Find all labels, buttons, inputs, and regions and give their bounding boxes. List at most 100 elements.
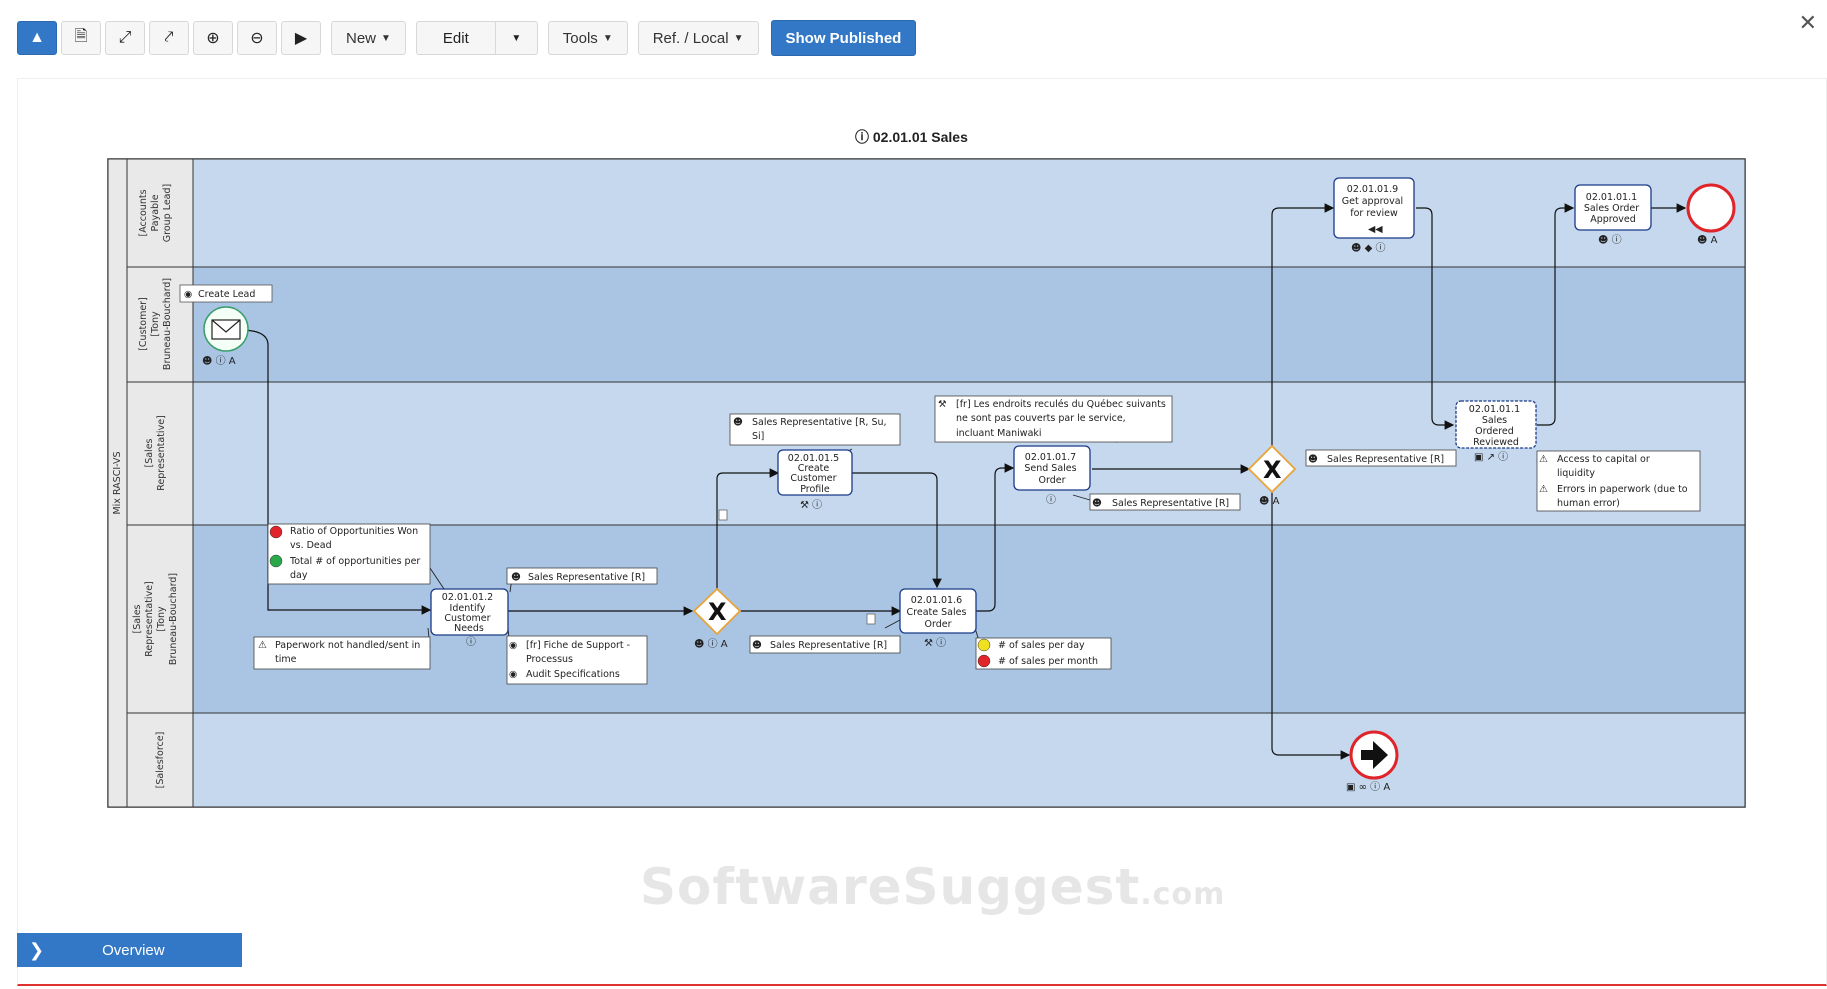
- risk-box-paperwork: ⚠ Paperwork not handled/sent in time: [253, 636, 431, 670]
- lane-label-accounts: [AccountsPayableGroup Lead]: [138, 184, 173, 242]
- user-icon: ☻: [511, 572, 521, 583]
- envelope-icon: [211, 319, 241, 340]
- tools-icon: ⚒: [938, 399, 947, 410]
- gateway-1[interactable]: X ☻ ⓘ A: [692, 587, 742, 650]
- user-icon: ☻: [1308, 454, 1318, 465]
- caret-down-icon: ▼: [602, 32, 613, 44]
- collapse-button[interactable]: ▲: [17, 21, 57, 55]
- svg-text:[fr] Les endroits reculés du Q: [fr] Les endroits reculés du Québec suiv…: [956, 399, 1169, 439]
- ref-local-label: Ref. / Local: [652, 29, 729, 47]
- zoom-in-icon: ⊕: [206, 30, 220, 47]
- task-create-customer-profile[interactable]: 02.01.01.5 Create Customer Profile ⚒ ⓘ: [777, 449, 853, 511]
- task-identify-customer-needs[interactable]: 02.01.01.2 Identify Customer Needs ⓘ: [430, 588, 509, 648]
- rewind-icon: ◀◀: [1368, 224, 1383, 235]
- lane-label-salesforce: [Salesforce]: [155, 732, 166, 789]
- sequence-flows: [239, 203, 1687, 760]
- caret-down-icon: ▼: [511, 32, 522, 44]
- arrow-right-icon: [1361, 741, 1388, 769]
- file-icon: 🗎: [74, 27, 88, 45]
- task-icons: ▣ ↗ ⓘ: [1474, 451, 1508, 463]
- svg-text:Sales Representative [R]: Sales Representative [R]: [528, 572, 645, 583]
- svg-text:X: X: [708, 598, 727, 626]
- task-icons: ☻ ◆ ⓘ: [1351, 242, 1385, 254]
- caret-down-icon: ▼: [733, 32, 744, 44]
- start-event-create-lead[interactable]: ☻ ⓘ A: [202, 306, 249, 367]
- svg-text:02.01.01.2 Identify: 02.01.01.2 Identify Customer Needs: [442, 592, 496, 634]
- caret-down-icon: ▼: [381, 32, 391, 44]
- svg-text:02.01.01.6 Create Sales: 02.01.01.6 Create Sales Order: [907, 595, 970, 630]
- chevron-up-icon: ▲: [29, 29, 45, 46]
- fit-button[interactable]: ⤤: [149, 21, 189, 55]
- svg-text:# of sales per day: # of sales per day: [998, 640, 1085, 651]
- svg-text:Sales Representative [R]: Sales Representative [R]: [1112, 498, 1229, 509]
- task-sales-ordered-reviewed[interactable]: 02.01.01.1 Sales Ordered Reviewed ▣ ↗ ⓘ: [1455, 400, 1537, 463]
- lane-label-sales-rep: [SalesRepresentative]: [144, 415, 167, 491]
- close-icon[interactable]: ✕: [1798, 10, 1817, 35]
- pool-label: Mix RASCI-VS: [112, 451, 123, 514]
- svg-text:Create Lead: Create Lead: [198, 289, 255, 300]
- eye-icon: ◉: [184, 289, 192, 300]
- svg-text:# of sales per month: # of sales per month: [998, 656, 1098, 667]
- show-published-button[interactable]: Show Published: [770, 20, 917, 56]
- tools-icon: ⚒ ⓘ: [924, 637, 946, 649]
- document-button[interactable]: 🗎: [61, 21, 101, 55]
- svg-text:Sales Representative [R, Su,: Sales Representative [R, Su, Si]: [752, 417, 890, 442]
- diagram-title: ⓘ 02.01.01 Sales: [855, 127, 968, 147]
- gateway-2[interactable]: X ☻ A: [1247, 444, 1297, 507]
- user-icon: ☻: [752, 640, 762, 651]
- task-get-approval[interactable]: 02.01.01.9 Get approval for review ◀◀ ☻ …: [1333, 177, 1415, 254]
- kpi-box-opportunities: Ratio of Opportunities Won vs. Dead Tota…: [267, 523, 431, 585]
- eye-icon: ◉: [509, 669, 517, 680]
- task-send-sales-order[interactable]: 02.01.01.7 Send Sales Order ⓘ: [1013, 445, 1091, 506]
- new-label: New: [346, 29, 377, 47]
- lane-headers: [126, 158, 194, 808]
- play-button[interactable]: ▶: [281, 21, 321, 55]
- svg-text:Sales Representative [R]: Sales Representative [R]: [1327, 454, 1444, 465]
- info-icon: ⓘ: [466, 636, 476, 648]
- edit-split-button: Edit ▼: [415, 21, 538, 55]
- zoom-in-button[interactable]: ⊕: [193, 21, 233, 55]
- role-box-t2: ☻ Sales Representative [R]: [506, 567, 658, 585]
- end-event[interactable]: ☻ A: [1686, 183, 1736, 246]
- role-box-t7: ☻ Sales Representative [R]: [1089, 493, 1241, 511]
- user-icon: ☻: [733, 417, 743, 428]
- edit-dropdown-toggle[interactable]: ▼: [495, 21, 538, 55]
- toolbar: ▲ 🗎 ⤢ ⤤ ⊕ ⊖ ▶ New ▼ Edit ▼ Tools ▼ Ref. / …: [17, 20, 917, 56]
- fullscreen-button[interactable]: ⤢: [105, 21, 145, 55]
- zoom-out-button[interactable]: ⊖: [237, 21, 277, 55]
- svg-text:02.01.01.1 Sales O: 02.01.01.1 Sales Ordered Reviewed: [1469, 404, 1523, 448]
- gateway-icons: ☻ A: [1259, 495, 1280, 507]
- svg-text:Ratio of Opportunities Won: Ratio of Opportunities Won vs. Dead Tota…: [289, 526, 423, 581]
- end-icons: ☻ A: [1697, 234, 1718, 246]
- task-icons: ☻ ⓘ: [1598, 234, 1622, 246]
- svg-text:X: X: [1263, 456, 1282, 484]
- tools-label: Tools: [562, 29, 598, 47]
- compress-icon: ⤤: [164, 29, 174, 46]
- tools-icon: ⚒ ⓘ: [800, 499, 822, 511]
- warning-icon: ⚠: [258, 640, 267, 651]
- document-icon: [718, 509, 876, 625]
- task-sales-order-approved[interactable]: 02.01.01.1 Sales Order Approved ☻ ⓘ: [1574, 184, 1652, 246]
- edit-button[interactable]: Edit: [415, 21, 496, 55]
- svg-text:Paperwork not handled/sent in: Paperwork not handled/sent in time: [275, 640, 423, 665]
- end-event-salesforce[interactable]: ▣ ∞ ⓘ A: [1346, 730, 1399, 793]
- tools-dropdown[interactable]: Tools ▼: [547, 21, 628, 55]
- task-create-sales-order[interactable]: 02.01.01.6 Create Sales Order ⚒ ⓘ: [899, 588, 977, 649]
- expand-icon: ⤢: [118, 29, 132, 46]
- svg-text:02.01.01.7 Send Sales: 02.01.01.7 Send Sales Order: [1024, 452, 1079, 486]
- svg-text:02.01.01.1 Sales Order: 02.01.01.1 Sales Order Approved: [1584, 192, 1642, 225]
- start-label-box: ◉ Create Lead: [179, 284, 273, 303]
- overview-panel-toggle[interactable]: ❯ Overview: [17, 933, 242, 967]
- svg-text:Audit Specifications: Audit Specifications: [526, 669, 620, 680]
- play-icon: ▶: [294, 30, 308, 47]
- chevron-right-icon: ❯: [29, 939, 45, 960]
- diagram-title-text: 02.01.01 Sales: [872, 129, 968, 145]
- lanes: [192, 158, 1746, 808]
- watermark: SoftwareSuggest.com: [640, 858, 1226, 916]
- new-dropdown[interactable]: New ▼: [331, 21, 406, 55]
- overview-label: Overview: [102, 941, 165, 959]
- ref-local-dropdown[interactable]: Ref. / Local ▼: [637, 21, 759, 55]
- edit-label: Edit: [442, 29, 469, 47]
- tool-note-t7: ⚒ [fr] Les endroits reculés du Québec su…: [934, 395, 1173, 443]
- end-icons: ▣ ∞ ⓘ A: [1346, 781, 1390, 793]
